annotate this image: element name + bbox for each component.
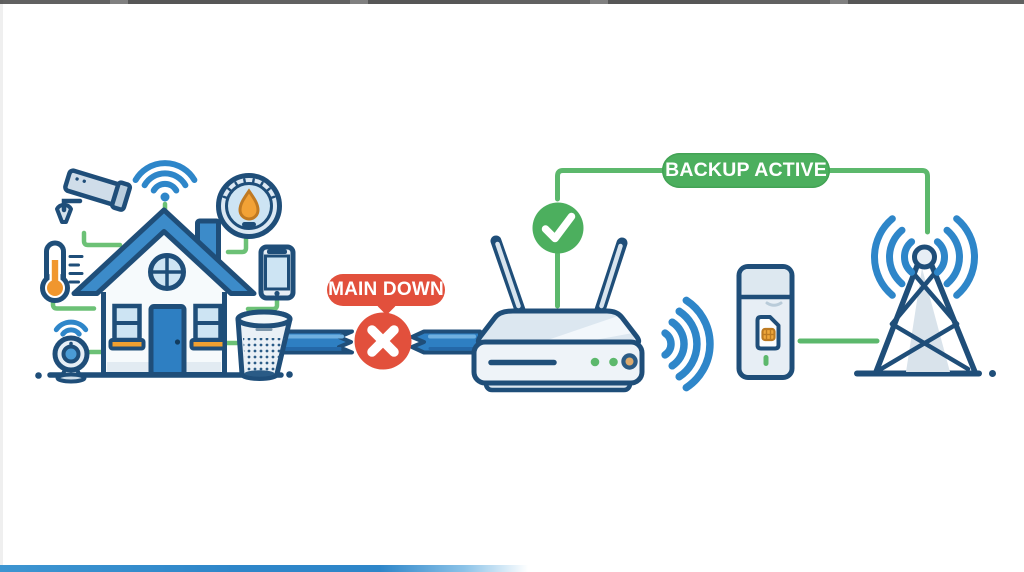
left-edge-artifact: [0, 0, 3, 572]
bottom-edge-artifact: [0, 565, 528, 572]
left-window: [108, 303, 146, 351]
tower-signal-icon: [871, 215, 978, 299]
wifi-signal-icon: [661, 296, 714, 392]
modem-led: [763, 355, 769, 366]
router-icon: [471, 235, 645, 393]
sim-card-icon: [755, 315, 781, 351]
top-edge-artifact: [0, 0, 1024, 4]
door-knob: [174, 339, 181, 345]
security-camera-icon: [55, 168, 133, 224]
router-antennas: [490, 235, 628, 316]
checkmark-icon: [532, 202, 584, 254]
broken-connection-x-icon: [354, 312, 412, 370]
smart-speaker-icon: [235, 309, 293, 381]
usb-modem-icon: [736, 264, 795, 380]
backup-active-label: BACKUP ACTIVE: [662, 153, 830, 188]
router-led: [590, 357, 600, 367]
main-down-label: MAIN DOWN: [327, 274, 445, 306]
house-icon: [71, 207, 257, 377]
cell-tower-icon: [871, 215, 978, 375]
router-led: [609, 357, 618, 367]
ethernet-cable-icon: [270, 329, 482, 355]
front-door: [148, 304, 187, 377]
device-connector-lines: [50, 201, 280, 355]
thermostat-gauge-icon: [216, 173, 282, 239]
droplet-icon: [238, 188, 260, 221]
thermometer-icon: [40, 240, 84, 303]
smartphone-icon: [258, 244, 296, 301]
roof: [71, 207, 257, 296]
webcam-icon: [52, 319, 90, 384]
wifi-icon: [132, 160, 198, 202]
right-window: [189, 303, 227, 351]
